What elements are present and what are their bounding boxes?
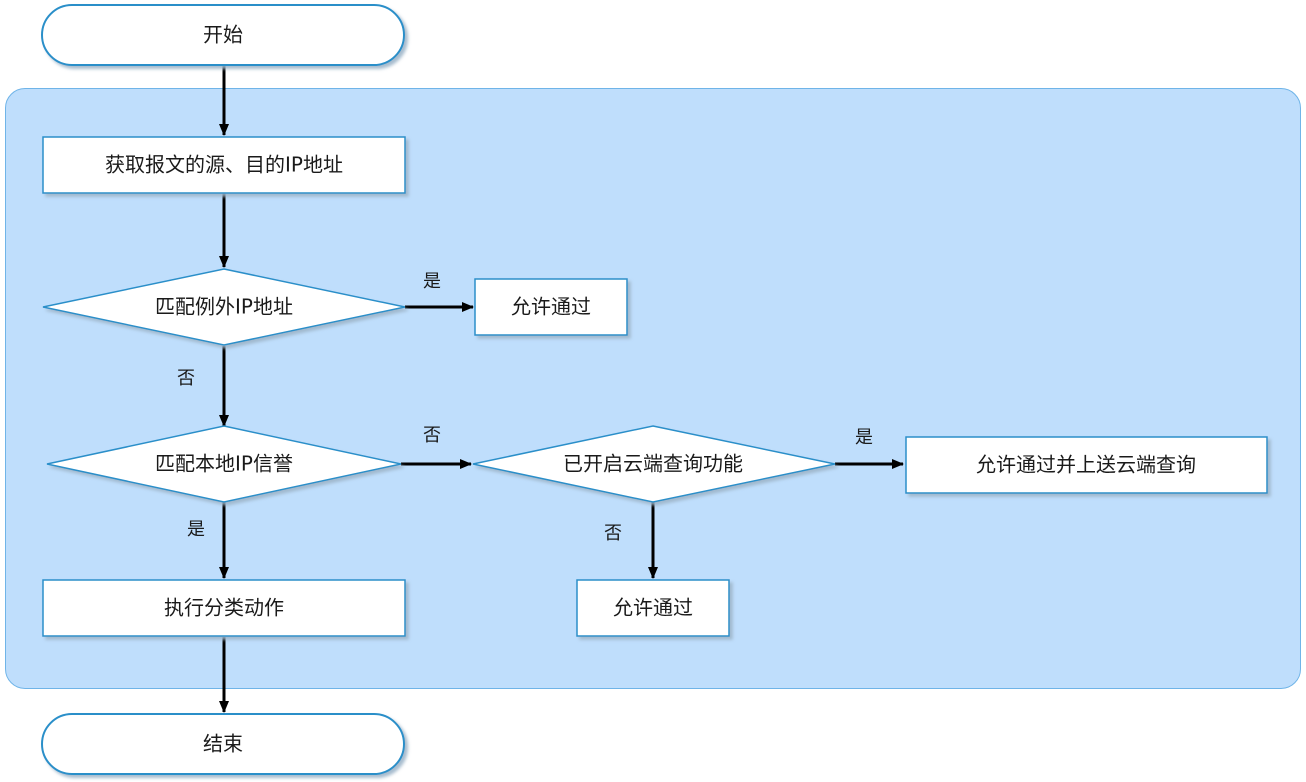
match-exception-label: 匹配例外IP地址 xyxy=(155,295,293,319)
get-addr-node xyxy=(42,136,406,194)
start-label: 开始 xyxy=(203,23,243,47)
edge-label-exception-yes: 是 xyxy=(423,271,441,292)
edge-label-exception-no: 否 xyxy=(177,368,195,389)
allow-2-node xyxy=(576,579,730,637)
edge-label-local-yes: 是 xyxy=(187,519,205,540)
get-addr-label: 获取报文的源、目的IP地址 xyxy=(105,153,343,177)
end-node xyxy=(41,713,405,775)
start-node xyxy=(41,4,405,66)
edge-label-cloud-yes: 是 xyxy=(855,427,873,448)
match-exception-node xyxy=(42,268,406,346)
end-label: 结束 xyxy=(203,732,243,756)
cloud-enabled-node xyxy=(472,425,836,503)
allow-upload-node xyxy=(905,436,1268,494)
classify-node xyxy=(42,579,406,637)
allow-1-node xyxy=(474,278,628,336)
classify-label: 执行分类动作 xyxy=(164,596,284,620)
edge-label-cloud-no: 否 xyxy=(604,523,622,544)
allow-upload-label: 允许通过并上送云端查询 xyxy=(976,453,1196,477)
allow-1-label: 允许通过 xyxy=(511,295,591,319)
allow-2-label: 允许通过 xyxy=(613,596,693,620)
match-local-label: 匹配本地IP信誉 xyxy=(155,452,293,476)
edge-label-local-no: 否 xyxy=(423,425,441,446)
edges xyxy=(219,66,904,713)
cloud-enabled-label: 已开启云端查询功能 xyxy=(563,452,743,476)
match-local-node xyxy=(46,425,402,503)
